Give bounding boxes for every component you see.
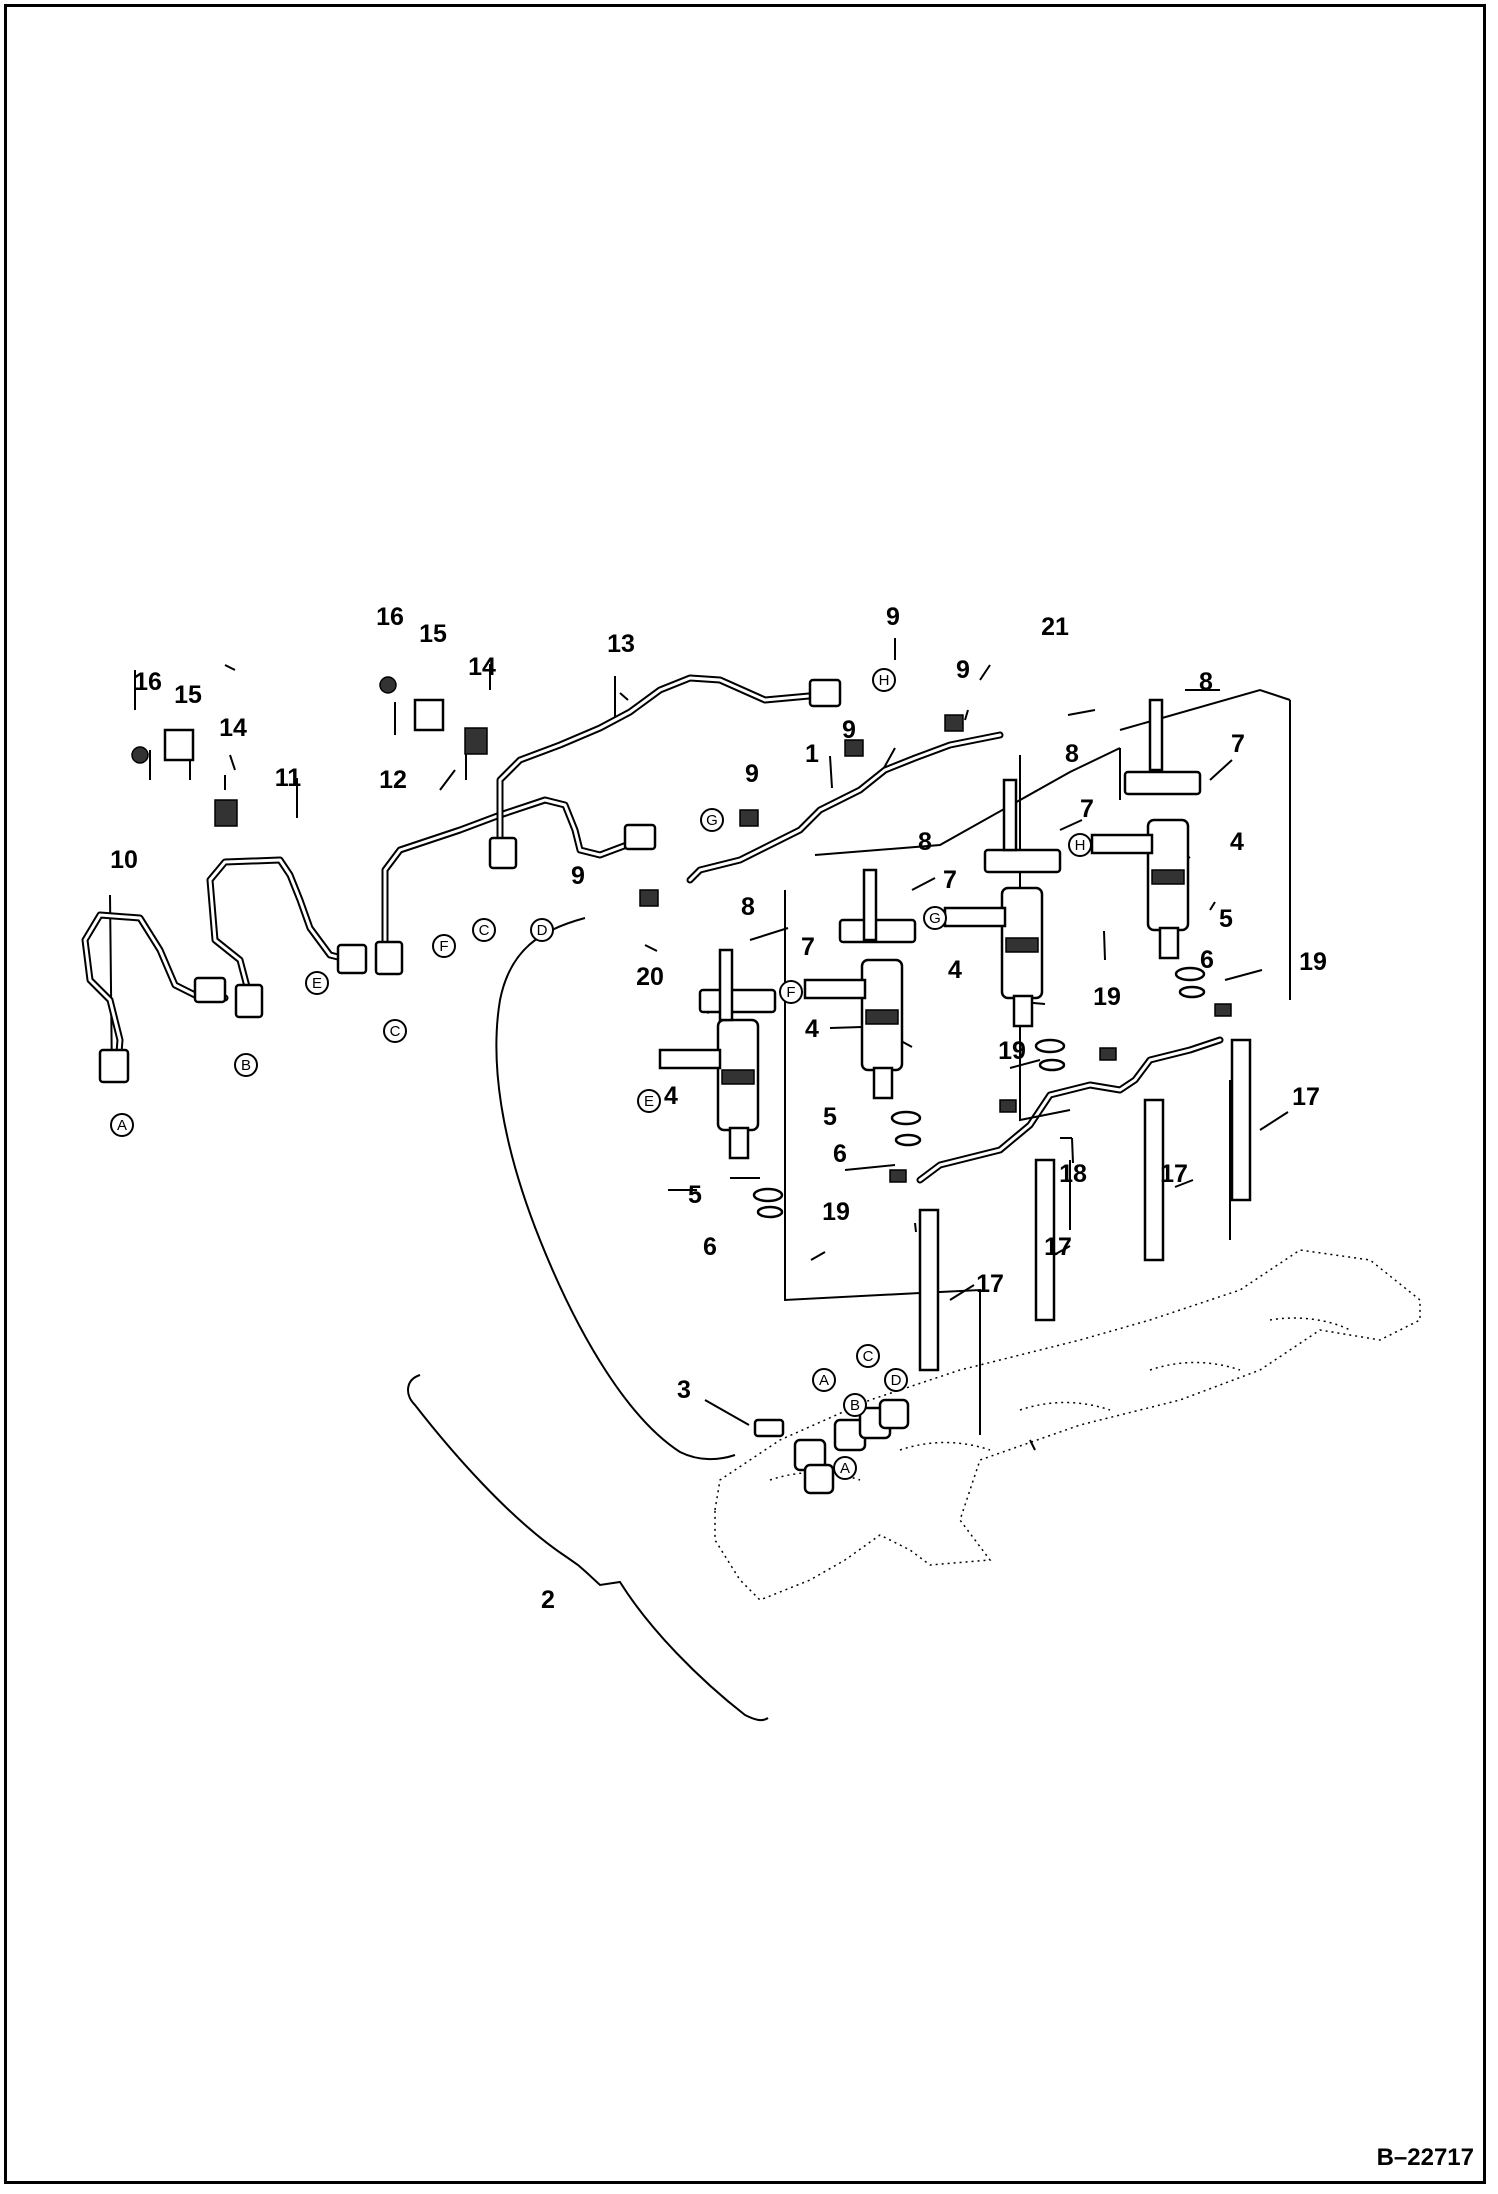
callout-7: 7 (1080, 795, 1094, 823)
callout-19: 19 (1093, 983, 1121, 1011)
svg-text:F: F (786, 984, 795, 1001)
svg-text:C: C (863, 1348, 874, 1365)
callout-6: 6 (703, 1233, 717, 1261)
callout-1: 1 (805, 740, 819, 768)
svg-text:A: A (819, 1372, 829, 1389)
callout-6: 6 (833, 1140, 847, 1168)
callout-7: 7 (943, 866, 957, 894)
callout-2: 2 (541, 1586, 555, 1614)
callout-11: 11 (275, 764, 302, 792)
callout-3: 3 (677, 1376, 691, 1404)
callout-5: 5 (1219, 905, 1233, 933)
svg-text:G: G (706, 812, 718, 829)
svg-text:E: E (644, 1093, 654, 1110)
callout-19: 19 (998, 1037, 1026, 1065)
callout-17: 17 (1292, 1083, 1320, 1111)
svg-text:G: G (929, 910, 941, 927)
injector-1 (658, 988, 777, 1160)
callout-9: 9 (956, 656, 970, 684)
svg-text:C: C (479, 922, 490, 939)
callout-9: 9 (745, 760, 759, 788)
svg-text:E: E (312, 975, 322, 992)
callout-16: 16 (134, 668, 162, 696)
callout-8: 8 (741, 893, 755, 921)
marker-g: G (700, 808, 724, 832)
callout-5: 5 (823, 1103, 837, 1131)
callout-14: 14 (468, 653, 496, 681)
callout-15: 15 (419, 620, 447, 648)
callout-4: 4 (1230, 828, 1244, 856)
marker-b: B (234, 1053, 258, 1077)
marker-h: H (1068, 833, 1092, 857)
callout-6: 6 (1200, 946, 1214, 974)
svg-text:H: H (879, 672, 890, 689)
marker-a: A (833, 1456, 857, 1480)
callout-12: 12 (379, 766, 407, 794)
marker-b: B (843, 1393, 867, 1417)
injector-4 (1090, 770, 1202, 960)
callout-9: 9 (571, 862, 585, 890)
callout-19: 19 (1299, 948, 1327, 976)
marker-e: E (637, 1089, 661, 1113)
callout-10: 10 (110, 846, 138, 874)
callout-9: 9 (842, 716, 856, 744)
marker-c: C (472, 918, 496, 942)
diagram-lines (81, 638, 1421, 1722)
callout-18: 18 (1059, 1160, 1087, 1188)
callout-16: 16 (376, 603, 404, 631)
svg-text:A: A (117, 1117, 127, 1134)
callout-8: 8 (918, 828, 932, 856)
callout-4: 4 (805, 1015, 819, 1043)
callout-21: 21 (1041, 613, 1069, 641)
marker-g: G (923, 906, 947, 930)
svg-text:H: H (1075, 837, 1086, 854)
callout-7: 7 (801, 933, 815, 961)
marker-d: D (530, 918, 554, 942)
svg-text:D: D (537, 922, 548, 939)
callout-17: 17 (1044, 1233, 1072, 1261)
svg-text:B: B (850, 1397, 860, 1414)
marker-e: E (305, 971, 329, 995)
svg-text:F: F (439, 938, 448, 955)
drawing-id: B–22717 (1376, 2144, 1474, 2171)
callout-19: 19 (822, 1198, 850, 1226)
callout-7: 7 (1231, 730, 1245, 758)
callout-14: 14 (219, 714, 247, 742)
callout-9: 9 (886, 603, 900, 631)
marker-c: C (383, 1019, 407, 1043)
injector-2 (803, 918, 917, 1100)
callout-13: 13 (607, 630, 635, 658)
callout-17: 17 (976, 1270, 1004, 1298)
svg-text:D: D (891, 1372, 902, 1389)
marker-f: F (432, 934, 456, 958)
svg-text:A: A (840, 1460, 850, 1477)
marker-h: H (872, 668, 896, 692)
marker-d: D (884, 1368, 908, 1392)
svg-text:B: B (241, 1057, 251, 1074)
marker-a: A (110, 1113, 134, 1137)
callout-17: 17 (1160, 1160, 1188, 1188)
callout-8: 8 (1199, 668, 1213, 696)
callout-8: 8 (1065, 740, 1079, 768)
drawing-border (4, 4, 1486, 2184)
marker-f: F (779, 980, 803, 1004)
marker-a: A (812, 1368, 836, 1392)
svg-text:C: C (390, 1023, 401, 1040)
callout-5: 5 (688, 1181, 702, 1209)
diagram-parts (98, 676, 1252, 1495)
callout-4: 4 (664, 1082, 678, 1110)
injector-3 (943, 848, 1062, 1028)
callout-4: 4 (948, 956, 962, 984)
callout-15: 15 (174, 681, 202, 709)
marker-c: C (856, 1344, 880, 1368)
callout-20: 20 (636, 963, 664, 991)
